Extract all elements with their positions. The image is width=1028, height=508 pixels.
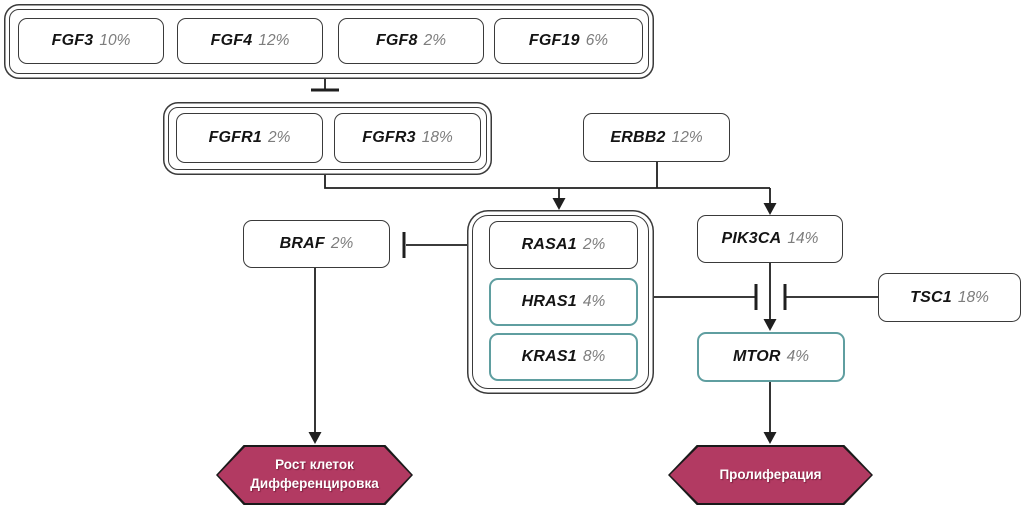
mutation-percentage: 4% — [786, 348, 810, 365]
outcome-line1: Пролиферация — [719, 466, 822, 482]
arrowhead-to-ras-icon — [552, 198, 566, 210]
outcome-line2: Дифференцировка — [250, 476, 379, 491]
mutation-percentage: 4% — [582, 293, 606, 310]
node-rasa1: RASA1 2% — [489, 221, 638, 269]
gene-label: BRAF — [279, 235, 325, 252]
outcome-label: Пролиферация — [668, 445, 873, 505]
hexagon-fill — [670, 447, 871, 503]
mutation-percentage: 18% — [421, 129, 453, 146]
node-erbb2: ERBB2 12% — [583, 113, 730, 162]
gene-label: FGF8 — [375, 32, 418, 49]
arrowhead-to-growth-icon — [308, 432, 322, 444]
ras-group: RASA1 2% HRAS1 4% KRAS1 8% — [472, 215, 649, 389]
outcome-proliferation: Пролиферация — [668, 445, 873, 505]
mutation-percentage: 12% — [671, 128, 703, 146]
mutation-percentage: 6% — [585, 32, 609, 49]
node-fgf8: FGF8 2% — [338, 18, 484, 64]
mutation-percentage: 2% — [268, 129, 291, 146]
node-kras1: KRAS1 8% — [489, 333, 638, 381]
gene-label: FGF4 — [210, 32, 253, 49]
arrowhead-to-pik3ca-icon — [763, 203, 777, 215]
outcome-line1: Рост клеток — [275, 457, 354, 473]
gene-label: PIK3CA — [721, 230, 782, 247]
arrowhead-to-mtor-icon — [763, 319, 777, 331]
node-tsc1: TSC1 18% — [878, 273, 1021, 322]
mutation-percentage: 10% — [99, 32, 131, 49]
fgfr-receptor-group: FGFR1 2% FGFR3 18% — [168, 107, 487, 170]
node-fgf4: FGF4 12% — [177, 18, 323, 64]
mutation-percentage: 2% — [423, 32, 447, 49]
gene-label: MTOR — [732, 348, 781, 365]
gene-label: RASA1 — [521, 236, 577, 253]
gene-label: KRAS1 — [521, 348, 577, 365]
mutation-percentage: 14% — [787, 230, 819, 247]
node-fgfr1: FGFR1 2% — [176, 113, 323, 163]
node-fgfr3: FGFR3 18% — [334, 113, 481, 163]
gene-label: FGF3 — [51, 32, 94, 49]
gene-label: FGF19 — [528, 32, 580, 49]
gene-label: HRAS1 — [521, 293, 577, 310]
hexagon-fill — [218, 447, 411, 503]
outcome-label: Рост клеток Дифференцировка — [216, 445, 413, 505]
mutation-percentage: 18% — [957, 288, 989, 306]
edge-fgfr-main-horizontal-line — [324, 173, 770, 189]
gene-label: ERBB2 — [610, 128, 666, 146]
gene-label: FGFR1 — [208, 129, 263, 146]
node-mtor: MTOR 4% — [697, 332, 845, 382]
gene-label: TSC1 — [910, 288, 952, 306]
node-fgf3: FGF3 10% — [18, 18, 164, 64]
node-braf: BRAF 2% — [243, 220, 390, 268]
mutation-percentage: 2% — [330, 235, 354, 252]
mutation-percentage: 8% — [582, 348, 606, 365]
node-pik3ca: PIK3CA 14% — [697, 215, 843, 263]
mutation-percentage: 2% — [582, 236, 606, 253]
node-fgf19: FGF19 6% — [494, 18, 643, 64]
mutation-percentage: 12% — [258, 32, 290, 49]
fgf-ligand-group: FGF3 10% FGF4 12% FGF8 2% FGF19 6% — [9, 9, 649, 74]
outcome-growth-differentiation: Рост клеток Дифференцировка — [216, 445, 413, 505]
arrowhead-to-proliferation-icon — [763, 432, 777, 444]
node-hras1: HRAS1 4% — [489, 278, 638, 326]
gene-label: FGFR3 — [362, 129, 416, 146]
